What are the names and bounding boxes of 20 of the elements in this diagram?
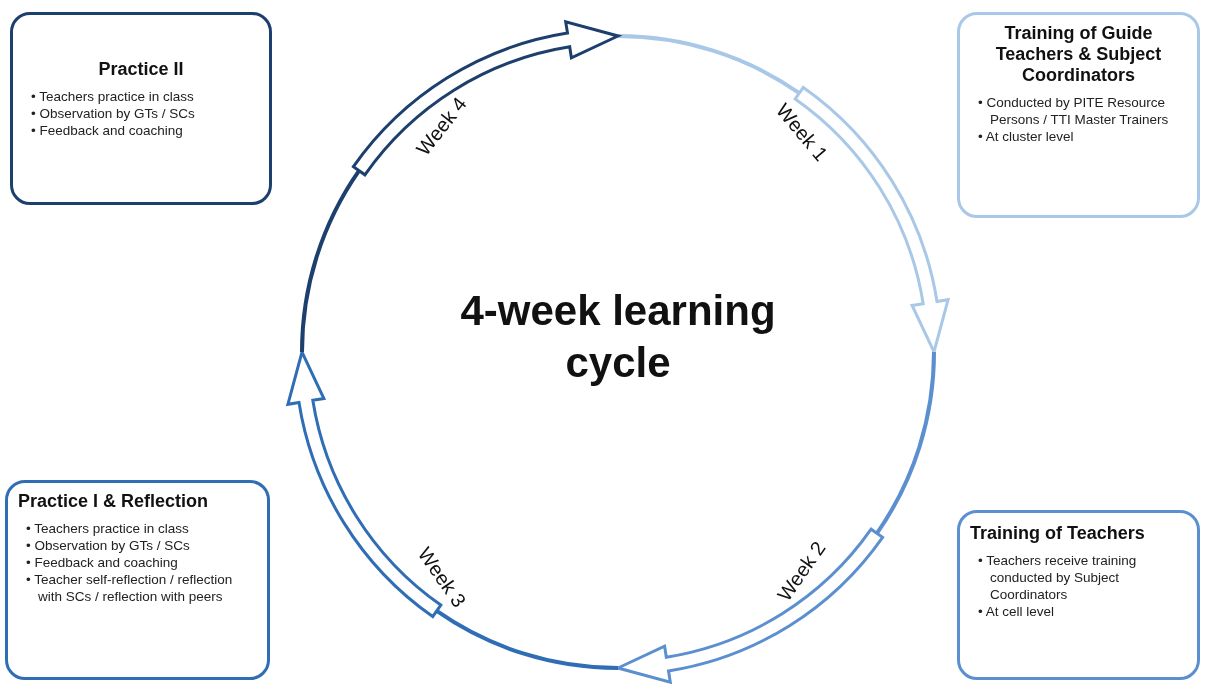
bullet-point: • Teachers receive training conducted by Subject Coordinators [978,552,1138,603]
bullet-point: • Feedback and coaching [31,122,184,139]
bullet-point: • At cluster level [978,128,1075,145]
bullet-point: • Teacher self-reflection / reflection with SCs / reflection with peers [26,571,234,605]
card-heading: Training of Teachers [970,523,1146,544]
card-heading: Practice I & Reflection [18,491,210,512]
stage-card [10,12,272,205]
bullet-point: • Observation by GTs / SCs [31,105,196,122]
bullet-point: • Conducted by PITE Resource Persons / TTI Master Trainers [978,94,1170,128]
stage-card [957,12,1200,218]
card-heading: Practice II [97,59,185,80]
cycle-title: 4-week learning cycle [459,286,777,388]
bullet-point: • Feedback and coaching [26,554,179,571]
bullet-point: • At cell level [978,603,1055,620]
stage-card [957,510,1200,680]
stage-card [5,480,270,680]
bullet-point: • Teachers practice in class [31,88,195,105]
bullet-point: • Teachers practice in class [26,520,190,537]
card-heading: Training of Guide Teachers & Subject Coordinators [994,23,1163,86]
bullet-point: • Observation by GTs / SCs [26,537,191,554]
